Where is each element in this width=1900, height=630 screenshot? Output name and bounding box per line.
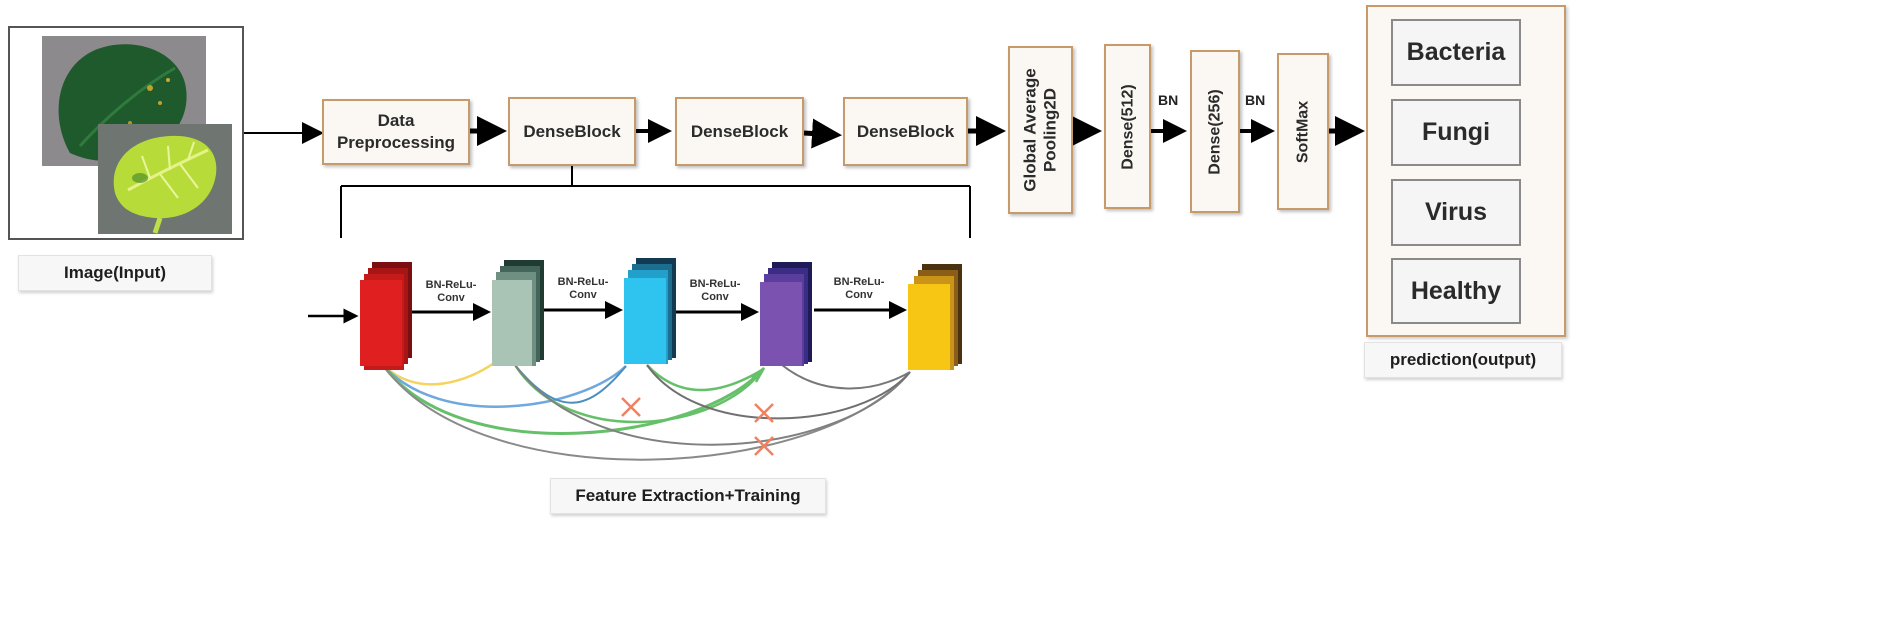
dense-block-1: DenseBlock <box>508 97 636 166</box>
class-fungi: Fungi <box>1391 99 1521 166</box>
bn-label-1: BN <box>1158 92 1179 108</box>
layer-stack-red <box>360 262 412 370</box>
dense-512-block: Dense(512) <box>1104 44 1151 209</box>
layer-stack-gray-green <box>492 260 544 366</box>
transition-label-4: BN-ReLu- Conv <box>833 276 885 301</box>
dense-block-3: DenseBlock <box>843 97 968 166</box>
softmax-block: SoftMax <box>1277 53 1329 210</box>
layer-stack-yellow <box>908 264 962 370</box>
global-average-pooling-label: Global Average Pooling2D <box>1020 68 1060 192</box>
transition-label-2: BN-ReLu- Conv <box>557 276 609 301</box>
transition-label-1: BN-ReLu- Conv <box>425 279 477 304</box>
class-bacteria: Bacteria <box>1391 19 1521 86</box>
data-preprocessing-block: Data Preprocessing <box>322 99 470 165</box>
bn-label-2: BN <box>1245 92 1266 108</box>
class-virus: Virus <box>1391 179 1521 246</box>
global-average-pooling-block: Global Average Pooling2D <box>1008 46 1073 214</box>
input-caption: Image(Input) <box>18 255 212 291</box>
class-healthy: Healthy <box>1391 258 1521 324</box>
output-caption: prediction(output) <box>1364 342 1562 378</box>
dense-256-block: Dense(256) <box>1190 50 1240 213</box>
transition-label-3: BN-ReLu- Conv <box>689 278 741 303</box>
input-image-frame <box>8 26 244 240</box>
layer-stack-purple <box>760 262 812 366</box>
dense-block-2: DenseBlock <box>675 97 804 166</box>
leaf-images <box>42 36 232 234</box>
feature-extraction-caption: Feature Extraction+Training <box>550 478 826 514</box>
layer-stack-cyan <box>624 258 676 364</box>
